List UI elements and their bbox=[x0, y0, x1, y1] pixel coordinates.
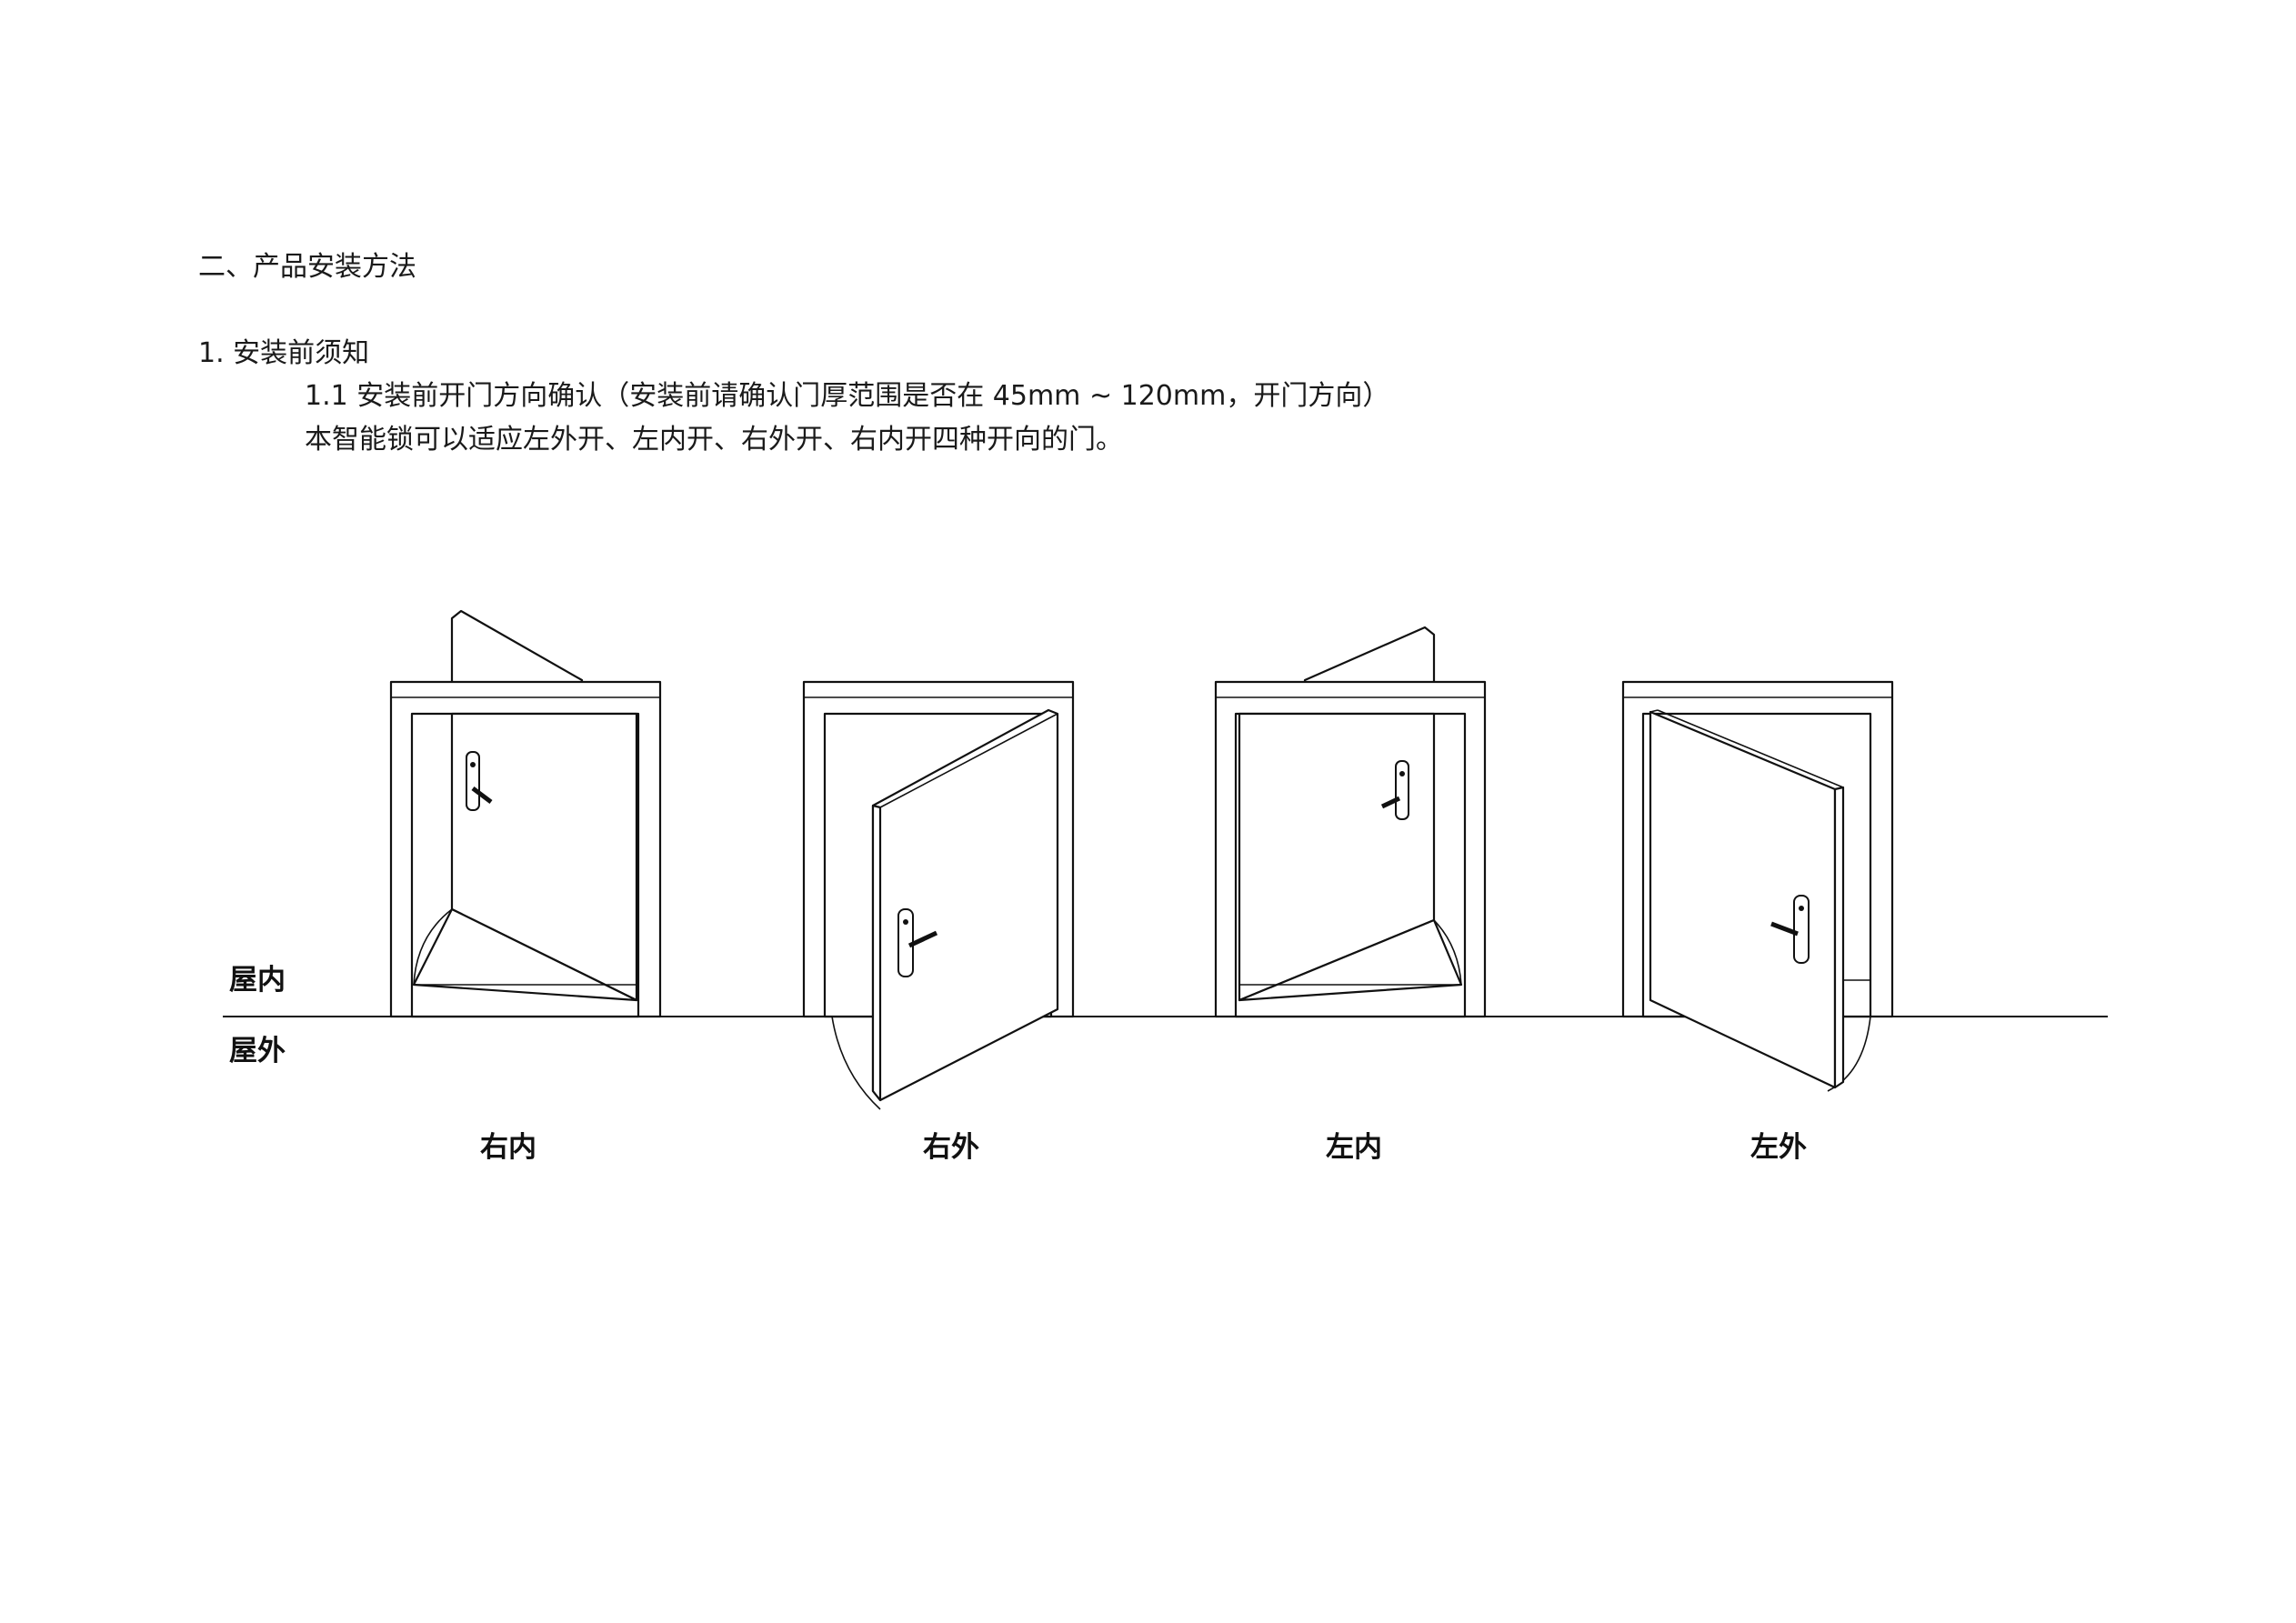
subsection-title: 1. 安装前须知 bbox=[198, 337, 370, 369]
door-left-outward: 左外 bbox=[1621, 680, 1894, 1164]
door-label-left-inward: 左内 bbox=[1326, 1131, 1382, 1164]
door-right-inward: 右内 bbox=[389, 609, 662, 1164]
indoor-label: 屋内 bbox=[229, 964, 286, 997]
outdoor-label: 屋外 bbox=[229, 1035, 286, 1067]
section-title: 二、产品安装方法 bbox=[198, 251, 416, 283]
door-label-right-inward: 右内 bbox=[480, 1131, 536, 1164]
paragraph-door-directions: 本智能锁可以适应左外开、左内开、右外开、右内开四种开向的门。 bbox=[305, 424, 1123, 456]
door-right-outward: 右外 bbox=[802, 680, 1075, 1164]
door-label-left-outward: 左外 bbox=[1750, 1131, 1807, 1164]
paragraph-door-thickness: 1.1 安装前开门方向确认（安装前请确认门厚范围是否在 45mm ~ 120mm… bbox=[305, 380, 1390, 412]
door-label-right-outward: 右外 bbox=[923, 1131, 979, 1164]
door-left-inward: 左内 bbox=[1214, 626, 1487, 1164]
